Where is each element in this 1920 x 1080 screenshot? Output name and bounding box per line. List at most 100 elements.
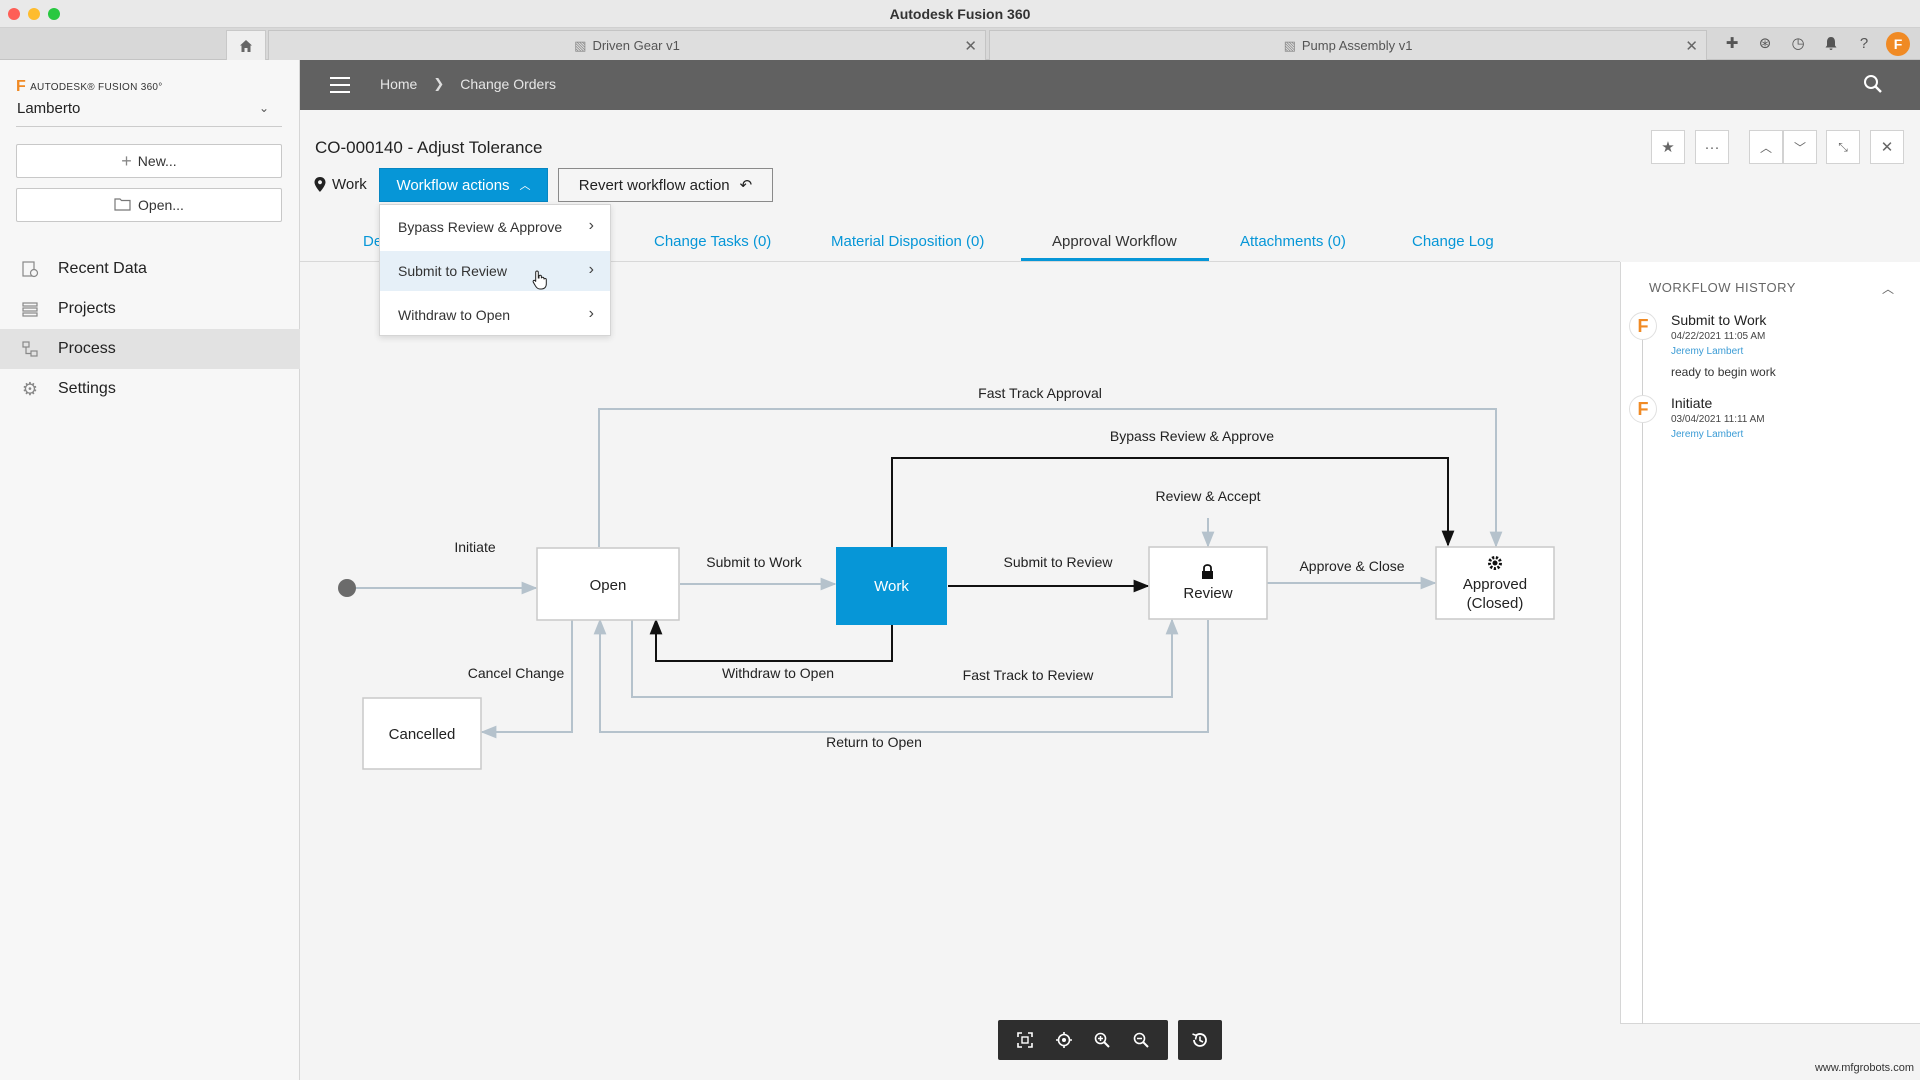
chevron-right-icon: ›: [588, 261, 594, 278]
sidebar-item-projects[interactable]: Projects: [0, 289, 300, 329]
sidebar-item-recent-data[interactable]: Recent Data: [0, 249, 300, 289]
transition-cancel-change: [480, 620, 573, 739]
fusion-logo-icon: F: [16, 78, 27, 95]
menu-item-withdraw-to-open[interactable]: Withdraw to Open ›: [398, 305, 594, 323]
tab-approval-workflow[interactable]: Approval Workflow: [1052, 233, 1177, 250]
tab-bar-tools: ✚ ⊛ ◷ ? F: [1721, 32, 1910, 56]
close-window-button[interactable]: [8, 8, 20, 20]
location-pin-icon: [314, 177, 326, 192]
workflow-history-panel: WORKFLOW HISTORY ︿ F Submit to Work 04/2…: [1620, 262, 1920, 1024]
history-user[interactable]: Jeremy Lambert: [1671, 346, 1744, 357]
breadcrumb-home[interactable]: Home: [380, 76, 418, 92]
label-review-accept: Review & Accept: [1155, 488, 1260, 504]
history-user[interactable]: Jeremy Lambert: [1671, 429, 1744, 440]
chevron-down-icon: ⌄: [258, 101, 269, 115]
tab-details[interactable]: De: [363, 233, 383, 250]
collapse-icon[interactable]: ⤡: [1826, 130, 1860, 164]
record-navigation: ︿ ﹀: [1749, 130, 1817, 164]
tab-change-log[interactable]: Change Log: [1412, 233, 1494, 250]
workflow-actions-button[interactable]: Workflow actions ︿: [379, 168, 548, 202]
notifications-icon[interactable]: [1820, 32, 1842, 54]
main-header: Home ❯ Change Orders: [300, 60, 1920, 110]
chevron-right-icon: ›: [588, 305, 594, 322]
state-approved-label-1: Approved: [1463, 576, 1527, 593]
state-work-label: Work: [874, 578, 909, 595]
doc-tab-pump-assembly[interactable]: ▧ Pump Assembly v1 ✕: [989, 30, 1707, 60]
lock-icon: [1202, 564, 1213, 579]
team-selector[interactable]: Lamberto ⌄: [17, 100, 277, 117]
start-node: [338, 579, 356, 597]
help-icon[interactable]: ?: [1859, 34, 1869, 52]
workflow-history-title: WORKFLOW HISTORY: [1649, 280, 1796, 295]
sidebar-item-process[interactable]: Process: [0, 329, 300, 369]
label-cancel-change: Cancel Change: [468, 665, 565, 681]
transition-fast-track-to-review: [631, 618, 1179, 698]
process-icon: [20, 339, 40, 359]
menu-icon[interactable]: [330, 77, 350, 98]
team-name: Lamberto: [17, 100, 81, 117]
label-return-to-open: Return to Open: [826, 734, 922, 750]
transition-return-to-open: [593, 618, 1209, 733]
zoom-window-button[interactable]: [48, 8, 60, 20]
breadcrumb-change-orders[interactable]: Change Orders: [460, 76, 556, 92]
history-action: Submit to Work: [1671, 312, 1767, 328]
title-bar: Autodesk Fusion 360: [0, 0, 1920, 28]
zoom-out-icon[interactable]: [1128, 1027, 1154, 1053]
label-initiate: Initiate: [454, 539, 495, 555]
chevron-up-icon[interactable]: ︿: [1749, 130, 1783, 164]
zoom-in-icon[interactable]: [1089, 1027, 1115, 1053]
label-submit-to-work: Submit to Work: [706, 554, 802, 570]
sidebar-item-settings[interactable]: ⚙ Settings: [21, 378, 116, 399]
workflow-diagram: Open Work Review Approved (Closed) Cance…: [338, 385, 1555, 770]
history-view-button[interactable]: [1178, 1020, 1222, 1060]
fit-to-screen-icon[interactable]: [1012, 1027, 1038, 1053]
home-tab[interactable]: [226, 30, 266, 60]
label-withdraw-to-open: Withdraw to Open: [722, 665, 834, 681]
label-submit-to-review: Submit to Review: [1004, 554, 1114, 570]
new-tab-icon[interactable]: ✚: [1725, 35, 1739, 52]
page-title: CO-000140 - Adjust Tolerance: [315, 138, 543, 157]
search-icon[interactable]: [1862, 73, 1884, 95]
transition-withdraw-to-open: [649, 618, 893, 662]
workflow-actions-menu: Bypass Review & Approve › Submit to Revi…: [379, 204, 611, 336]
bookmark-star-icon[interactable]: ★: [1651, 130, 1685, 164]
state-approved-label-2: (Closed): [1467, 595, 1524, 612]
state-open: [536, 547, 680, 621]
tab-material-disposition[interactable]: Material Disposition (0): [831, 233, 985, 250]
fusion-avatar-icon: F: [1629, 312, 1657, 340]
center-focus-icon[interactable]: [1051, 1027, 1077, 1053]
recent-data-icon: [20, 259, 40, 279]
doc-tab-label: Pump Assembly v1: [1301, 38, 1413, 53]
menu-item-submit-to-review[interactable]: Submit to Review ›: [380, 251, 610, 291]
job-status-icon[interactable]: ◷: [1791, 35, 1805, 52]
close-icon[interactable]: ✕: [964, 38, 977, 55]
chevron-down-icon[interactable]: ﹀: [1783, 130, 1817, 164]
user-avatar[interactable]: F: [1886, 32, 1910, 56]
history-action: Initiate: [1671, 395, 1713, 411]
extensions-icon[interactable]: ⊛: [1758, 35, 1772, 52]
menu-item-bypass-review[interactable]: Bypass Review & Approve ›: [398, 217, 594, 235]
record-tools: ★: [1651, 130, 1685, 164]
tab-change-tasks[interactable]: Change Tasks (0): [654, 233, 772, 250]
history-icon: [1192, 1033, 1207, 1047]
history-timeline: [1642, 312, 1643, 1024]
minimize-window-button[interactable]: [28, 8, 40, 20]
close-icon[interactable]: ✕: [1870, 130, 1904, 164]
new-button[interactable]: + New...: [16, 144, 282, 178]
chevron-up-icon[interactable]: ︿: [1881, 282, 1894, 296]
state-cancelled-label: Cancelled: [389, 726, 456, 743]
revert-workflow-action-button[interactable]: Revert workflow action ↶: [558, 168, 773, 202]
more-options-icon[interactable]: ···: [1695, 130, 1729, 164]
projects-icon: [20, 299, 40, 319]
doc-tab-driven-gear[interactable]: ▧ Driven Gear v1 ✕: [268, 30, 986, 60]
plus-icon: +: [121, 150, 132, 171]
close-icon[interactable]: ✕: [1685, 38, 1698, 55]
tab-attachments[interactable]: Attachments (0): [1240, 233, 1346, 250]
transition-fast-track-approval: [598, 408, 1503, 548]
state-review-label: Review: [1183, 585, 1232, 602]
home-icon: [240, 39, 252, 52]
diagram-zoom-toolbar: [998, 1020, 1168, 1060]
open-button[interactable]: Open...: [16, 188, 282, 222]
transition-bypass-review: [891, 457, 1455, 548]
window-title: Autodesk Fusion 360: [889, 6, 1031, 22]
